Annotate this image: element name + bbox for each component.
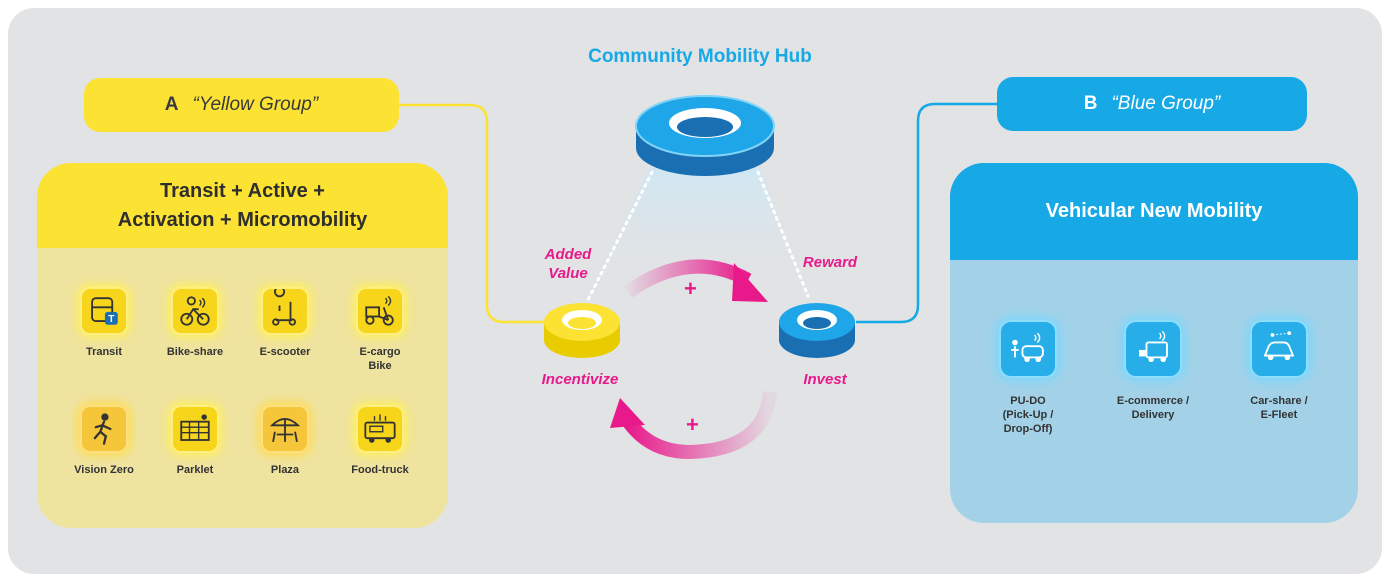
yellow-panel-title-line1: Transit + Active + [160, 179, 325, 202]
incentivize-label: Incentivize [541, 371, 619, 388]
bottom-arrowhead-icon [610, 398, 645, 428]
item-vision-zero: Vision Zero [59, 405, 149, 477]
yellow-panel-title-line2: Activation + Micromobility [117, 208, 368, 231]
item-e-cargo-bike: E-cargo Bike [335, 287, 425, 373]
plaza-label: Plaza [270, 464, 300, 476]
item-car-share: Car-share / E-Fleet [1234, 320, 1324, 422]
parklet-icon [171, 405, 219, 453]
bike-share-label: Bike-share [166, 346, 224, 358]
blue-panel-title: Vehicular New Mobility [950, 163, 1358, 260]
hub-title: Community Mobility Hub [588, 46, 812, 67]
added-value-line2: Value [548, 265, 588, 282]
pu-do-label-line3: Drop-Off) [1003, 423, 1053, 435]
item-pu-do: PU-DO (Pick-Up / Drop-Off) [983, 320, 1073, 436]
item-food-truck: Food-truck [335, 405, 425, 477]
transit-label: Transit [85, 346, 123, 358]
item-e-commerce: E-commerce / Delivery [1108, 320, 1198, 422]
item-parklet: Parklet [150, 405, 240, 477]
pick-up-drop-off-icon [999, 320, 1057, 378]
car-share-label: Car-share / E-Fleet [1234, 394, 1324, 422]
e-cargo-bike-icon [356, 287, 404, 335]
connector-blue [856, 102, 997, 324]
group-b-letter: B [1083, 93, 1098, 114]
bike-share-icon [171, 287, 219, 335]
delivery-van-icon [1124, 320, 1182, 378]
plus-top: + [684, 276, 697, 301]
e-cargo-label-line1: E-cargo [359, 346, 401, 358]
group-a-pill: A “Yellow Group” [84, 78, 399, 132]
e-cargo-bike-label: E-cargo Bike [335, 345, 425, 373]
added-value-label: Added Value [528, 245, 608, 283]
group-b-name: “Blue Group” [1111, 93, 1221, 114]
plus-bottom: + [686, 412, 699, 437]
car-share-icon [1250, 320, 1308, 378]
pu-do-label-line1: PU-DO [1010, 395, 1046, 407]
e-scooter-icon [261, 287, 309, 335]
connector-yellow [399, 103, 545, 324]
invest-label: Invest [803, 371, 847, 388]
group-b-pill: B “Blue Group” [997, 77, 1307, 131]
parklet-label: Parklet [176, 464, 214, 476]
yellow-panel-title: Transit + Active + Activation + Micromob… [37, 163, 448, 248]
svg-text:T: T [108, 314, 115, 325]
item-e-scooter: E-scooter [240, 287, 330, 359]
group-a-letter: A [164, 94, 179, 115]
e-commerce-label: E-commerce / Delivery [1108, 394, 1198, 422]
incentivize-disc-icon [544, 303, 620, 358]
bottom-cycle-arrow [620, 391, 777, 460]
transit-bus-icon: T [80, 287, 128, 335]
e-commerce-label-line2: Delivery [1131, 409, 1175, 421]
added-value-line1: Added [544, 246, 592, 263]
yellow-group-panel: Transit + Active + Activation + Micromob… [37, 163, 448, 528]
top-arrowhead-icon [732, 263, 768, 302]
vision-zero-label: Vision Zero [74, 464, 134, 476]
item-bike-share: Bike-share [150, 287, 240, 359]
plaza-umbrella-icon [261, 405, 309, 453]
e-scooter-label: E-scooter [259, 346, 311, 358]
car-share-label-line1: Car-share / [1250, 395, 1308, 407]
pu-do-label: PU-DO (Pick-Up / Drop-Off) [983, 394, 1073, 436]
car-share-label-line2: E-Fleet [1260, 409, 1298, 421]
pedestrian-icon [80, 405, 128, 453]
pu-do-label-line2: (Pick-Up / [1002, 409, 1054, 421]
beam-dots-left [586, 170, 654, 302]
hub-disc-icon [635, 95, 775, 176]
beam-dots-right [756, 170, 810, 298]
item-transit: T Transit [59, 287, 149, 359]
invest-disc-icon [779, 303, 855, 358]
food-truck-label: Food-truck [351, 464, 409, 476]
e-commerce-label-line1: E-commerce / [1116, 395, 1190, 407]
item-plaza: Plaza [240, 405, 330, 477]
group-a-name: “Yellow Group” [192, 94, 319, 115]
reward-label: Reward [802, 254, 858, 271]
e-cargo-label-line2: Bike [368, 360, 392, 372]
food-truck-icon [356, 405, 404, 453]
